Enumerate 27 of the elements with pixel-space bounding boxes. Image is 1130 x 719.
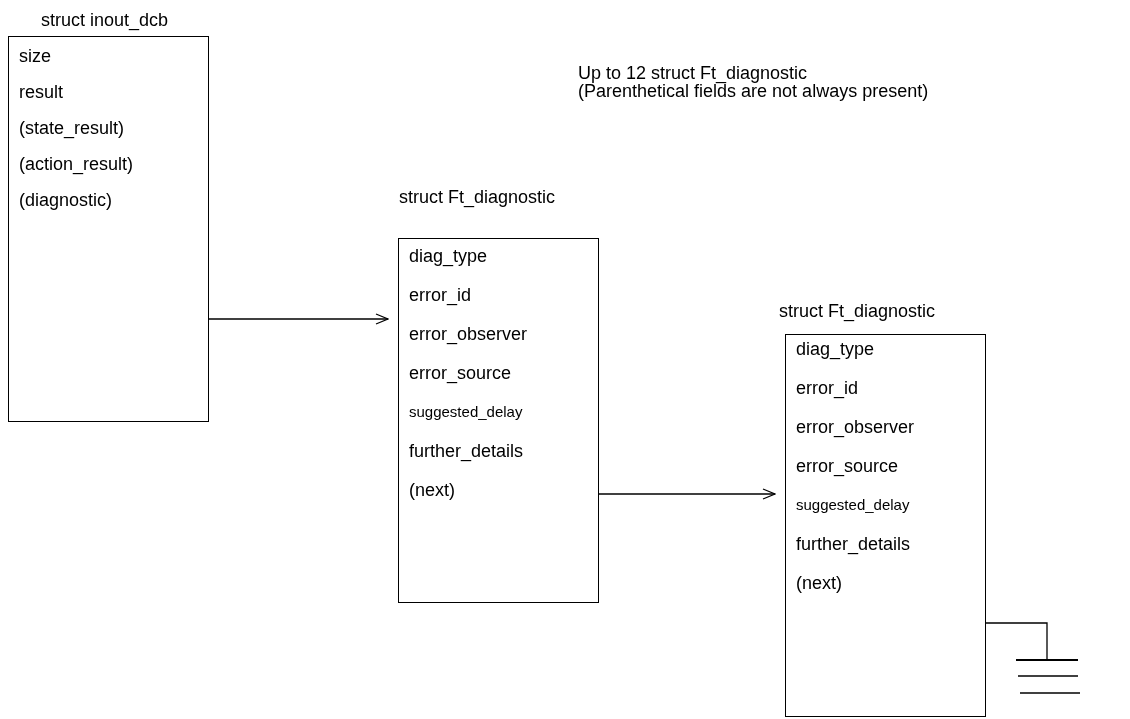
field-name: error_source — [409, 362, 512, 384]
field-name: (next) — [409, 479, 455, 501]
field-name: diag_type — [409, 245, 488, 267]
struct-name: struct Ft_diagnostic — [779, 300, 936, 322]
field-name: further_details — [796, 533, 911, 555]
field-name: (state_result) — [19, 117, 125, 139]
field-name: error_observer — [409, 323, 528, 345]
note-text: (Parenthetical fields are not always present) — [578, 82, 929, 100]
field-name: error_observer — [796, 416, 915, 438]
field-name: error_id — [409, 284, 472, 306]
field-name: suggested_delay — [796, 495, 910, 515]
field-name: result — [19, 81, 63, 103]
ground-symbol — [1014, 658, 1080, 696]
field-name: error_source — [796, 455, 899, 477]
field-name: further_details — [409, 440, 524, 462]
struct-name: struct Ft_diagnostic — [399, 186, 556, 208]
field-name: (diagnostic) — [19, 189, 113, 211]
field-name: (action_result) — [19, 153, 134, 175]
note-text: Up to 12 struct Ft_diagnostic — [578, 64, 809, 82]
struct-name: struct inout_dcb — [41, 9, 169, 31]
field-name: size — [19, 45, 51, 67]
field-name: error_id — [796, 377, 859, 399]
connector-arrow — [598, 488, 776, 500]
connector-arrow — [208, 313, 389, 325]
field-name: diag_type — [796, 338, 875, 360]
field-name: suggested_delay — [409, 402, 523, 422]
field-name: (next) — [796, 572, 842, 594]
